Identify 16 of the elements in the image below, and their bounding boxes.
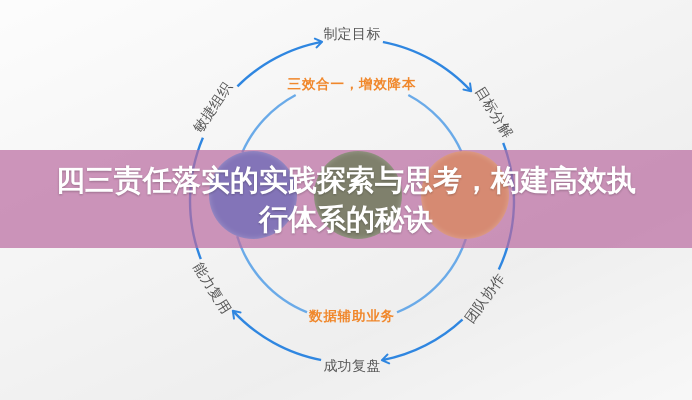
step-label: 能力复用: [188, 260, 234, 318]
connector-arc: [408, 94, 462, 152]
connector-arc: [396, 238, 467, 314]
connector-arc: [236, 236, 308, 314]
step-label: 制定目标: [323, 26, 381, 44]
highlight-label: 三效合一，增效降本: [288, 76, 416, 94]
arrow-arc: [382, 40, 472, 92]
step-label: 成功复盘: [323, 358, 381, 376]
step-label: 目标分解: [470, 84, 516, 142]
highlight-label: 数据辅助业务: [309, 308, 395, 326]
arrow-arc: [380, 318, 464, 364]
arrow-arc: [232, 310, 322, 362]
step-label: 敏捷组织: [191, 80, 238, 137]
step-label: 团队协作: [462, 270, 510, 327]
connector-arc: [241, 94, 296, 153]
arrow-arc: [236, 38, 324, 88]
